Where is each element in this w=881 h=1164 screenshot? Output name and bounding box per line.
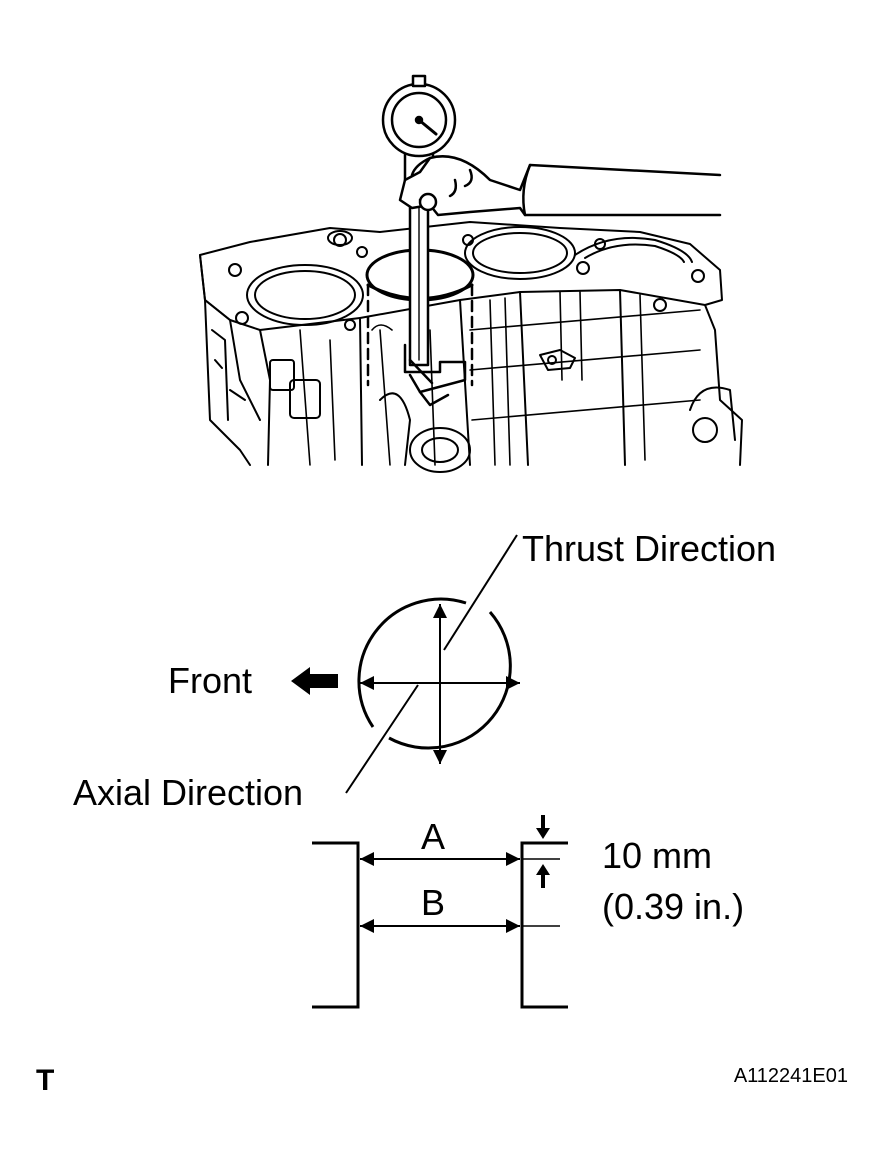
- engine-block-illustration: [199, 221, 743, 473]
- block-ribs: [299, 291, 701, 466]
- cylinder-bore-3-inner: [472, 232, 568, 274]
- axial-leader-line: [345, 684, 419, 794]
- position-b-label: B: [421, 882, 445, 923]
- figure-code: A112241E01: [734, 1065, 848, 1087]
- block-side-wall: [259, 289, 743, 466]
- bore-circle-arc-upper: [388, 611, 512, 750]
- hidden-cylinder-dashed: [366, 283, 474, 387]
- deck-bolt-holes: [228, 230, 705, 331]
- bore-wall-right: [520, 841, 568, 1009]
- dial-face-inner: [390, 91, 448, 149]
- cylinder-bore-1-inner: [254, 270, 356, 320]
- distance-imperial-label: (0.39 in.): [602, 886, 744, 927]
- front-label: Front: [168, 660, 252, 701]
- thrust-direction-label: Thrust Direction: [522, 528, 776, 569]
- cylinder-bore-3: [464, 226, 576, 280]
- bore-circle-arc-lower: [357, 597, 467, 728]
- gauge-probe: [403, 343, 467, 394]
- axial-direction-label: Axial Direction: [73, 772, 303, 813]
- block-left-face: [199, 254, 261, 466]
- corner-mark: T: [36, 1064, 54, 1097]
- dial-bore-gauge: [381, 74, 722, 407]
- distance-arrows-icon: [536, 815, 550, 888]
- position-a-label: A: [421, 816, 445, 857]
- cylinder-bore-4: [574, 236, 693, 263]
- thrust-leader-line: [443, 534, 518, 651]
- cylinder-bore-1: [246, 264, 364, 326]
- hand-holding-gauge: [398, 155, 722, 217]
- front-arrow-icon: [291, 667, 338, 695]
- bore-wall-left: [312, 841, 360, 1009]
- distance-metric-label: 10 mm: [602, 835, 712, 876]
- direction-diagram: Thrust Direction Front Axial Direction: [73, 528, 776, 813]
- measurement-positions-diagram: [312, 815, 568, 1009]
